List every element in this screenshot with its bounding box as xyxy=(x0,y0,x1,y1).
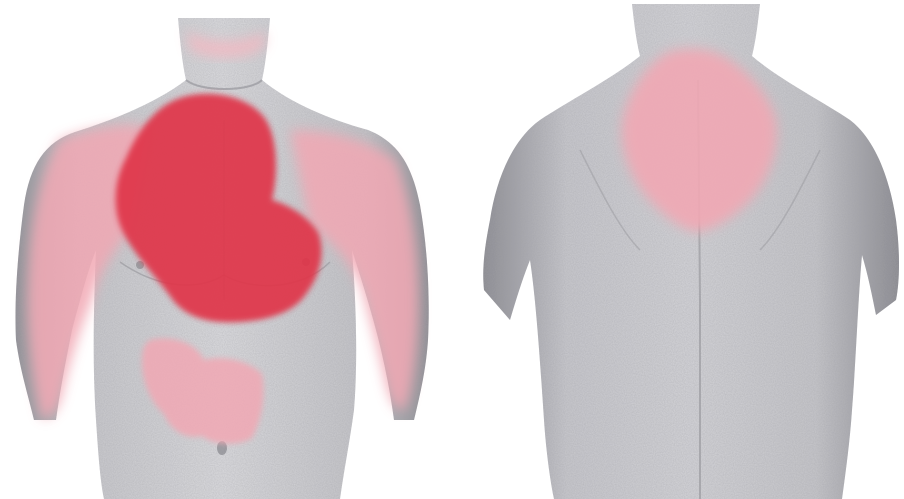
front-nipple-left xyxy=(136,261,144,269)
back-torso-view xyxy=(483,4,899,499)
front-torso-view xyxy=(15,18,428,499)
